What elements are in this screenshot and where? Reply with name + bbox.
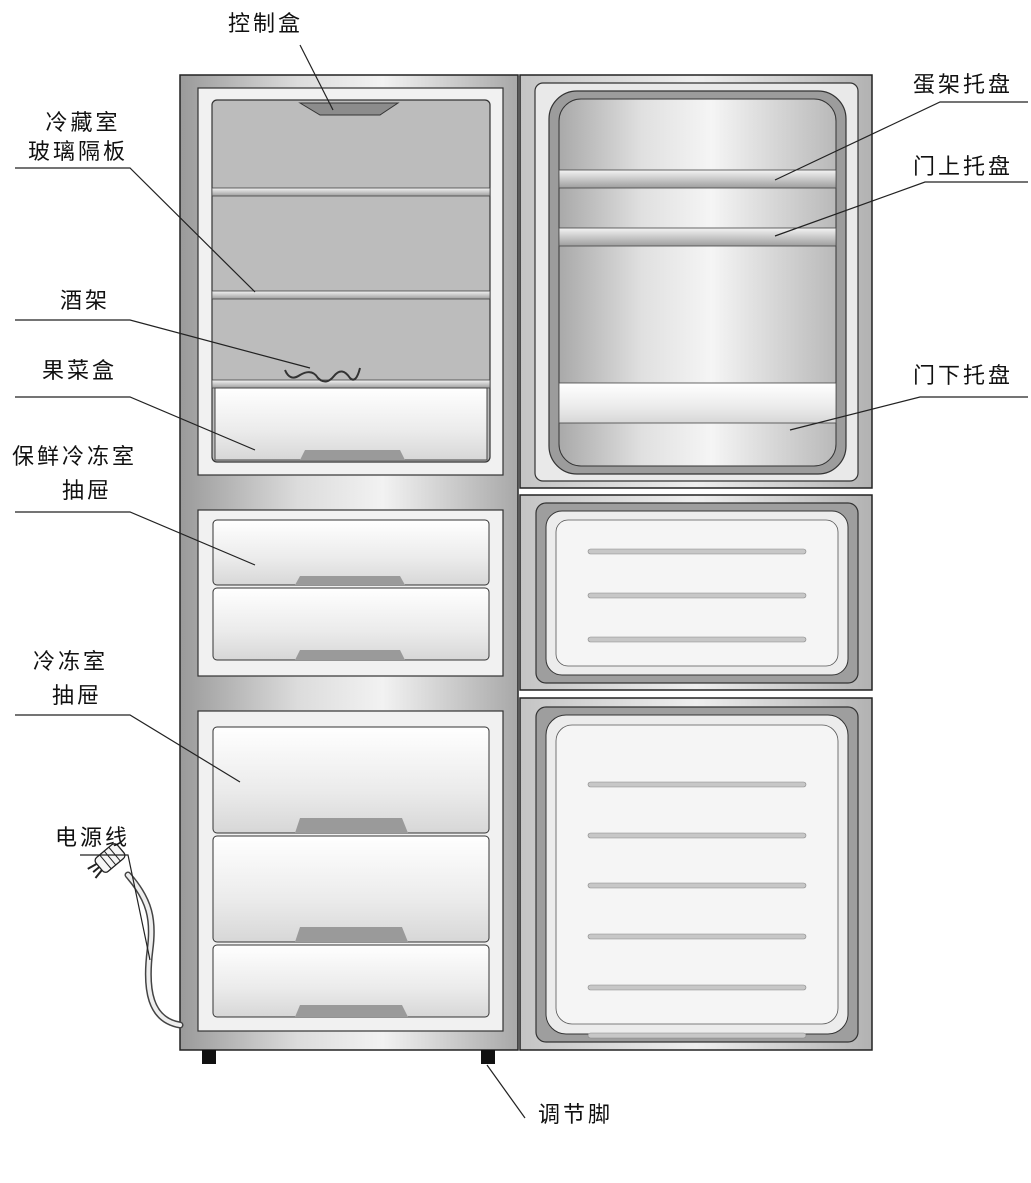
label-fridge-glass-shelf-line2: 玻璃隔板 xyxy=(28,140,129,165)
fridge-door xyxy=(519,74,873,489)
label-crisper: 果菜盒 xyxy=(42,359,118,384)
leader-crisper xyxy=(15,396,256,451)
leader-door-lower xyxy=(789,396,1028,431)
freezer-drawer xyxy=(212,726,490,834)
adjustable-foot xyxy=(481,1050,495,1064)
label-adjustable-foot: 调节脚 xyxy=(538,1103,614,1128)
freezer-door xyxy=(519,697,873,1051)
crisper-drawer xyxy=(214,387,488,461)
glass-shelf xyxy=(211,187,491,197)
label-freezer-line2: 抽屉 xyxy=(52,684,103,709)
door-lower-tray xyxy=(558,382,837,424)
leader-egg-tray xyxy=(774,101,1028,181)
label-control-box: 控制盒 xyxy=(228,12,304,37)
power-plug xyxy=(87,843,126,879)
leader-freezer xyxy=(15,714,241,783)
egg-tray xyxy=(558,169,837,189)
leader-glass-shelf xyxy=(15,167,256,293)
wine-rack xyxy=(284,367,361,383)
control-box xyxy=(298,102,400,116)
label-wine-rack: 酒架 xyxy=(60,289,111,314)
label-door-lower-tray: 门下托盘 xyxy=(913,364,1014,389)
fresh-freezer-drawer xyxy=(212,519,490,586)
glass-shelf xyxy=(211,379,491,389)
fridge-compartment xyxy=(197,87,504,476)
leader-wine-rack xyxy=(15,319,311,369)
label-egg-tray: 蛋架托盘 xyxy=(913,73,1014,98)
label-fresh-freezer-line2: 抽屉 xyxy=(62,479,113,504)
leader-foot xyxy=(486,1064,526,1119)
adjustable-foot xyxy=(202,1050,216,1064)
leader-power-cord xyxy=(80,854,151,961)
leader-door-upper xyxy=(774,181,1028,237)
fresh-freezer-compartment xyxy=(197,509,504,677)
label-power-cord: 电源线 xyxy=(55,826,131,851)
label-door-upper-tray: 门上托盘 xyxy=(913,155,1014,180)
glass-shelf xyxy=(211,290,491,300)
label-fresh-freezer-line1: 保鲜冷冻室 xyxy=(12,445,138,470)
leader-control-box xyxy=(299,44,334,111)
label-freezer-line1: 冷冻室 xyxy=(33,650,109,675)
door-upper-tray xyxy=(558,227,837,247)
fresh-freezer-door xyxy=(519,494,873,691)
freezer-compartment xyxy=(197,710,504,1032)
fresh-freezer-drawer xyxy=(212,587,490,661)
leader-lines xyxy=(15,44,1028,1119)
label-fridge-glass-shelf-line1: 冷藏室 xyxy=(45,111,121,136)
freezer-drawer xyxy=(212,835,490,943)
leader-fresh-freezer xyxy=(15,511,256,566)
